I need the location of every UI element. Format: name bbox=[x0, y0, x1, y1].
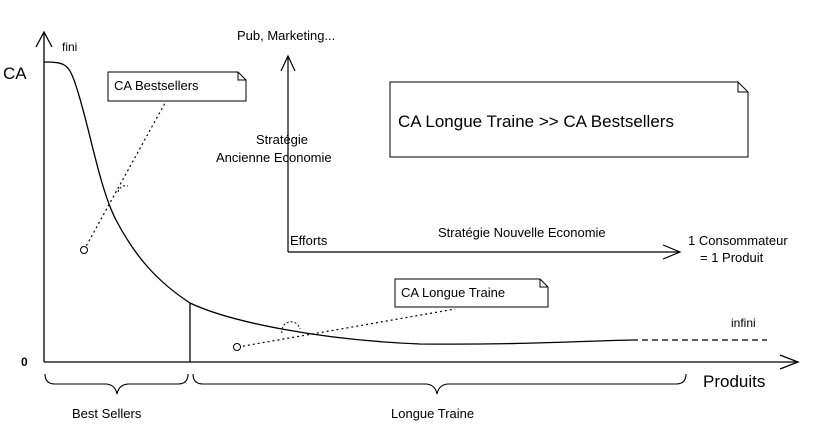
strategy-inset: Pub, Marketing... Stratégie Ancienne Eco… bbox=[216, 28, 788, 265]
longue-traine-anchor bbox=[233, 343, 241, 351]
longue-traine-range-label: Longue Traine bbox=[391, 406, 474, 421]
longue-traine-note-text: CA Longue Traine bbox=[401, 285, 505, 300]
inset-y-label: Pub, Marketing... bbox=[237, 28, 335, 43]
comparison-note-box bbox=[389, 81, 749, 158]
x-axis-label: Produits bbox=[703, 372, 765, 391]
tail-label: infini bbox=[731, 316, 756, 330]
inset-x-target-line1: 1 Consommateur bbox=[688, 233, 788, 248]
bestsellers-callout: CA Bestsellers bbox=[80, 71, 247, 254]
comparison-note-text: CA Longue Traine >> CA Bestsellers bbox=[398, 112, 674, 131]
main-axes bbox=[35, 30, 800, 370]
inset-y-arrowhead bbox=[280, 54, 296, 72]
inset-x-arrowhead bbox=[662, 244, 682, 260]
y-axis-arrowhead bbox=[35, 30, 53, 48]
inset-x-target-line2: = 1 Produit bbox=[700, 250, 764, 265]
longue-traine-pointer bbox=[237, 308, 456, 348]
range-braces: Best Sellers Longue Traine bbox=[44, 373, 687, 421]
origin-label: 0 bbox=[21, 355, 28, 369]
inset-y-strategy-line2: Ancienne Economie bbox=[216, 150, 332, 165]
inset-y-strategy-line1: Stratégie bbox=[256, 132, 308, 147]
best-sellers-brace bbox=[44, 373, 189, 395]
comparison-callout: CA Longue Traine >> CA Bestsellers bbox=[389, 81, 749, 158]
y-axis-label: CA bbox=[3, 64, 27, 83]
bestsellers-note-box bbox=[107, 71, 247, 102]
longue-traine-callout: CA Longue Traine bbox=[233, 278, 549, 351]
bestsellers-anchor bbox=[80, 246, 88, 254]
bestsellers-pointer bbox=[83, 102, 166, 251]
longue-traine-brace bbox=[192, 373, 687, 395]
x-axis-arrowhead bbox=[779, 354, 800, 370]
inset-x-strategy-label: Stratégie Nouvelle Economie bbox=[438, 225, 606, 240]
inset-x-origin-label: Efforts bbox=[290, 233, 328, 248]
longue-traine-note-box bbox=[394, 278, 549, 308]
y-top-label: fini bbox=[62, 40, 77, 54]
demand-curve bbox=[43, 61, 633, 345]
bestsellers-hop bbox=[117, 185, 129, 193]
longue-traine-hop bbox=[281, 321, 301, 334]
bestsellers-note-text: CA Bestsellers bbox=[114, 78, 199, 93]
best-sellers-range-label: Best Sellers bbox=[72, 406, 142, 421]
